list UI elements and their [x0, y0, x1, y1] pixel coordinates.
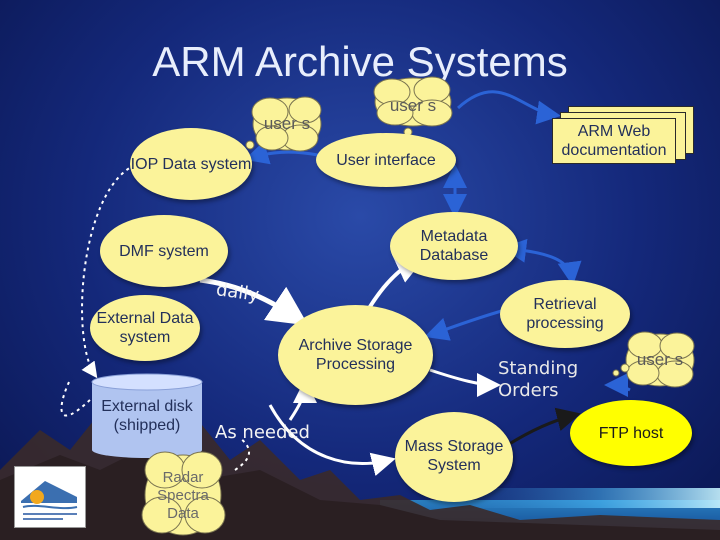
- radar-spectra-data-node[interactable]: Radar Spectra Data: [157, 469, 209, 522]
- external-data-system-node[interactable]: External Data system: [90, 295, 200, 361]
- radar-cloud-shape: [141, 451, 226, 536]
- arrow-ui-iop: [244, 141, 319, 165]
- user-interface-node[interactable]: User interface: [316, 133, 456, 187]
- iop-data-system-node[interactable]: IOP Data system: [130, 128, 252, 200]
- dmf-system-node[interactable]: DMF system: [100, 215, 228, 287]
- user-cloud-left-shape: [229, 96, 322, 159]
- user-cloud-center-shape: [373, 76, 453, 151]
- arrow-archive-mass: [268, 404, 396, 476]
- arrow-standing-orders: [429, 368, 501, 397]
- arrow-retrieval-archive: [424, 308, 506, 341]
- archive-storage-processing-node[interactable]: Archive Storage Processing: [278, 305, 433, 405]
- arrow-external-disk: [60, 379, 96, 417]
- arm-web-documentation-node[interactable]: ARM Web documentation: [552, 118, 676, 164]
- arm-logo: [14, 466, 86, 528]
- ftp-host-node[interactable]: FTP host: [570, 400, 692, 466]
- arrow-daily: [199, 277, 309, 326]
- arrow-user-to-docs: [456, 90, 561, 125]
- arm-climate-research-facility-logo-icon: [21, 481, 78, 520]
- arrow-radar: [234, 437, 250, 471]
- user-cloud-left-label[interactable]: user s: [263, 114, 311, 133]
- mass-storage-system-node[interactable]: Mass Storage System: [404, 438, 504, 474]
- user-cloud-center-label[interactable]: user s: [389, 96, 437, 115]
- user-cloud-right-shape: [612, 331, 695, 388]
- standing-orders-label: Standing Orders: [498, 358, 579, 401]
- metadata-database-node[interactable]: Metadata Database: [390, 212, 518, 280]
- arrow-iop-to-dmf: [81, 164, 136, 379]
- as-needed-label: As needed: [215, 422, 310, 443]
- arrow-ftp-user: [604, 373, 631, 398]
- arrow-metadata-retrieval: [502, 238, 582, 286]
- slide-title: ARM Archive Systems: [152, 38, 568, 85]
- retrieval-processing-node[interactable]: Retrieval processing: [500, 280, 630, 348]
- external-disk-node[interactable]: External disk (shipped): [101, 398, 193, 434]
- user-cloud-right-label[interactable]: user s: [636, 350, 684, 369]
- mass-storage-shape: [395, 412, 513, 502]
